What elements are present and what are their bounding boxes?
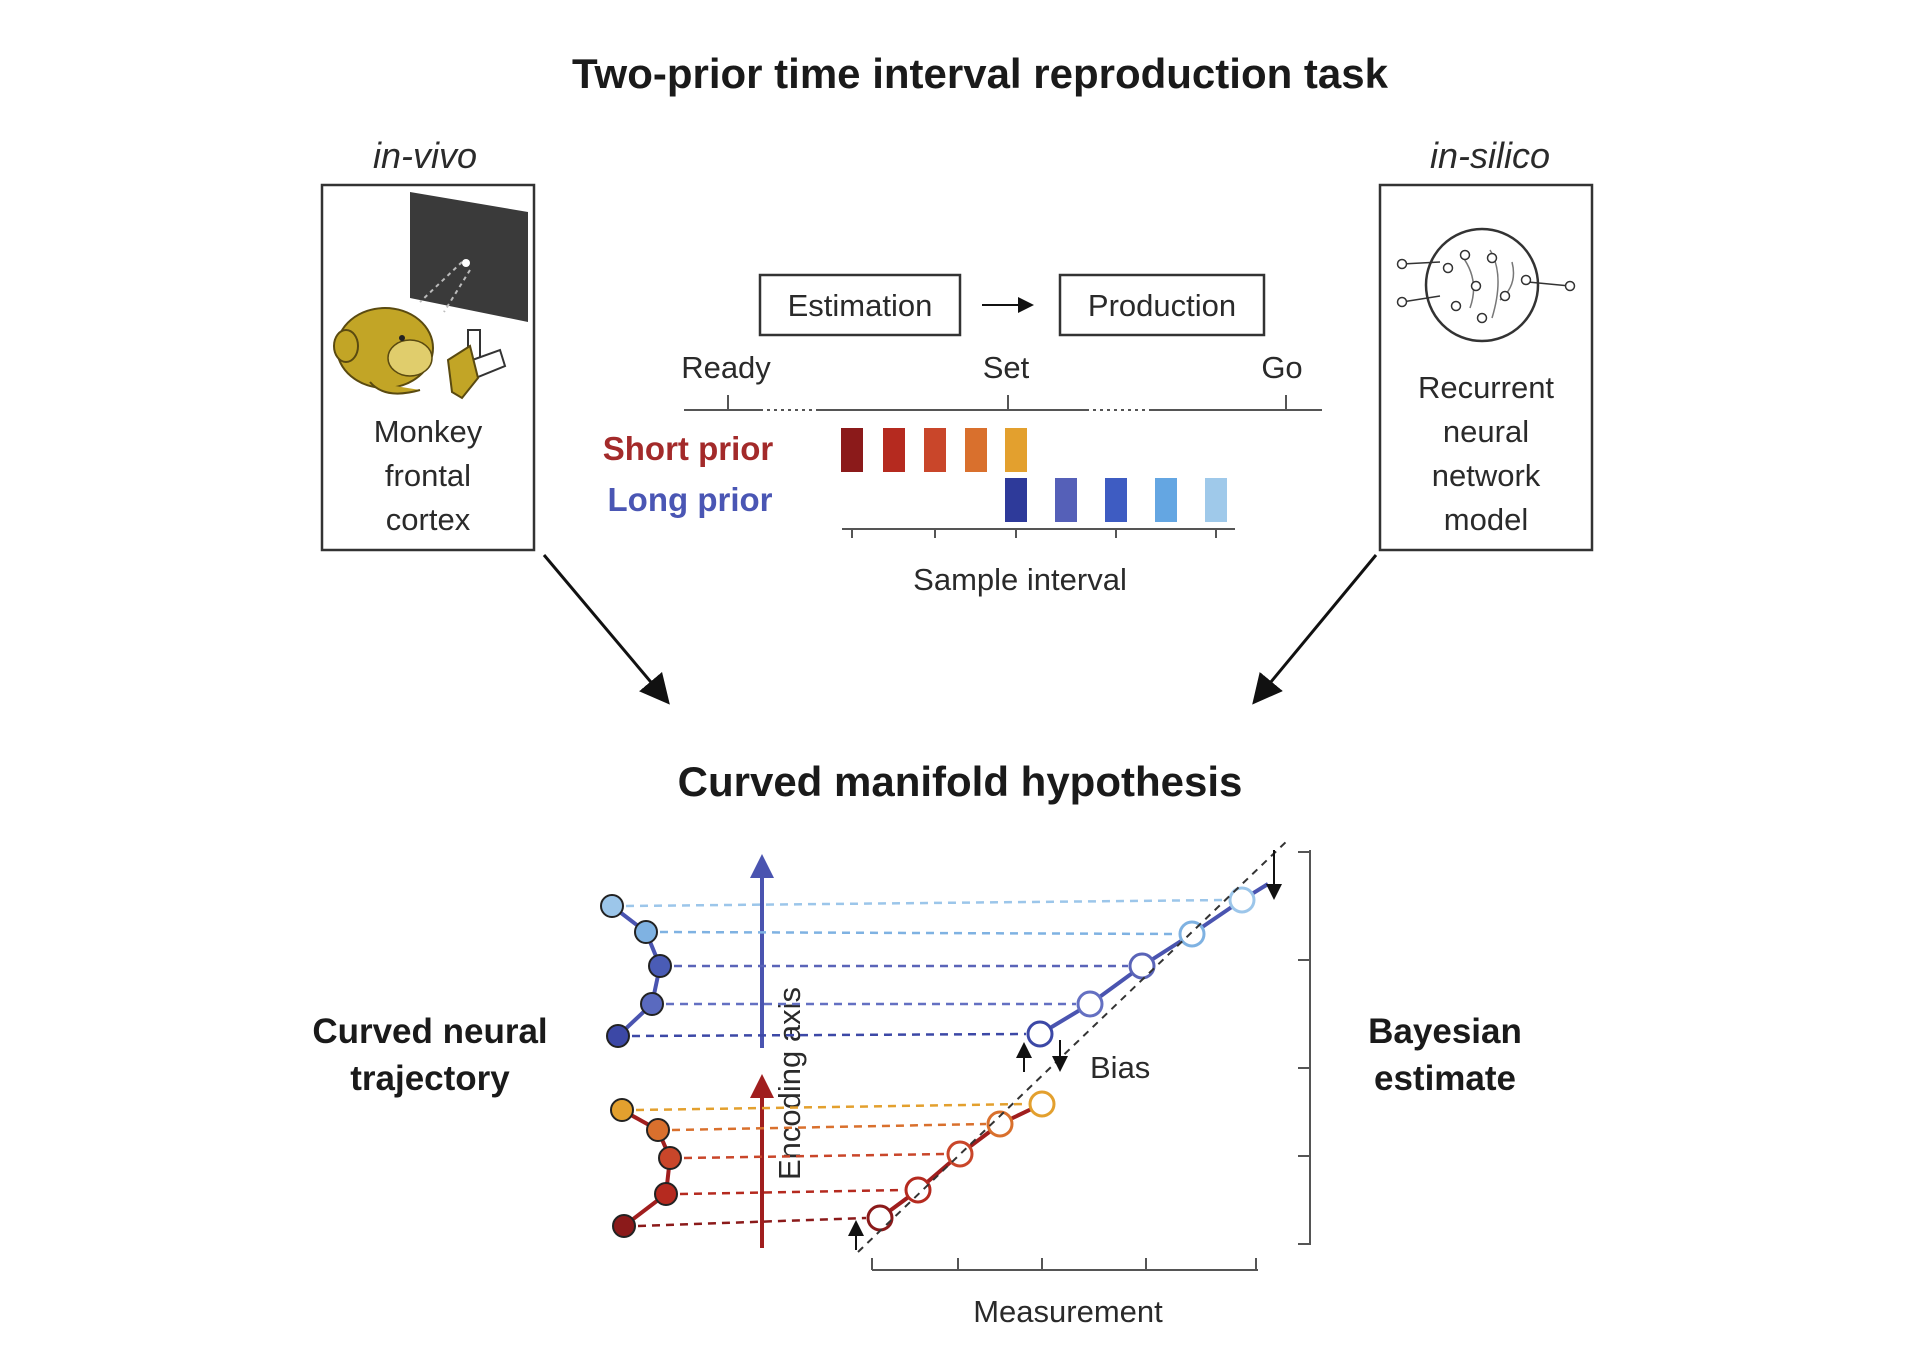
in-silico-label-line-1: Recurrent xyxy=(1418,370,1554,405)
short-projection-line-3 xyxy=(683,1152,947,1160)
long-estimate-point-2 xyxy=(1178,920,1206,948)
in-vivo-down-arrow xyxy=(542,554,670,705)
production-box xyxy=(1058,273,1266,337)
short-prior-bars xyxy=(841,428,1027,472)
short-projection-line-2 xyxy=(671,1122,987,1132)
main-title: Two-prior time interval reproduction tas… xyxy=(572,50,1389,97)
bayesian-estimate-curves xyxy=(866,882,1270,1232)
ready-label: Ready xyxy=(681,350,771,385)
short-trajectory-point-5 xyxy=(612,1214,636,1238)
monkey-icon xyxy=(333,307,434,395)
in-silico-label-line-3: network xyxy=(1432,458,1541,493)
long-trajectory-point-5 xyxy=(606,1024,630,1048)
long-trajectory-point-4 xyxy=(640,992,664,1016)
long-projection-line-2 xyxy=(659,930,1179,936)
measurement-label: Measurement xyxy=(973,1294,1163,1329)
hypothesis-title: Curved manifold hypothesis xyxy=(678,758,1243,805)
set-label: Set xyxy=(983,350,1030,385)
sample-interval-label: Sample interval xyxy=(913,562,1127,597)
short-estimate-point-2 xyxy=(986,1110,1014,1138)
in-silico-down-arrow xyxy=(1252,554,1378,705)
left-label-line-1: Curved neural xyxy=(312,1012,547,1051)
monitor-screen-icon xyxy=(410,192,528,322)
long-estimate-point-3 xyxy=(1128,952,1156,980)
measurement-axis-ticks xyxy=(871,1258,1257,1270)
fixation-dot xyxy=(462,259,470,267)
right-label-line-1: Bayesian xyxy=(1368,1012,1522,1051)
short-estimate-point-1 xyxy=(1028,1090,1056,1118)
short-trajectory-point-2 xyxy=(646,1118,670,1142)
in-silico-label-line-2: neural xyxy=(1443,414,1529,449)
production-label: Production xyxy=(1088,288,1236,323)
in-vivo-panel: in-vivo Monkey frontal cortex xyxy=(320,135,536,552)
short-prior-bar-3 xyxy=(924,428,946,472)
long-prior-bars xyxy=(1005,478,1227,522)
short-trajectory-point-4 xyxy=(654,1182,678,1206)
short-estimate-point-5 xyxy=(866,1204,894,1232)
short-prior-label: Short prior xyxy=(603,430,774,467)
left-label-line-2: trajectory xyxy=(350,1059,510,1098)
task-timeline: Estimation Production Ready Set Go Short… xyxy=(603,273,1322,597)
short-projection-line-5 xyxy=(637,1216,867,1228)
short-prior-bar-5 xyxy=(1005,428,1027,472)
estimation-label: Estimation xyxy=(788,288,933,323)
in-silico-panel: in-silico Recurrent neural network model xyxy=(1378,135,1594,552)
long-trajectory-point-3 xyxy=(648,954,672,978)
encoding-axis-label: Encoding axis xyxy=(772,987,807,1180)
in-silico-heading: in-silico xyxy=(1430,135,1550,176)
sample-interval-ticks xyxy=(851,529,1217,538)
network-icon xyxy=(1396,227,1576,343)
long-prior-bar-3 xyxy=(1105,478,1127,522)
in-vivo-heading: in-vivo xyxy=(373,135,477,176)
long-prior-bar-1 xyxy=(1005,478,1027,522)
short-projection-line-4 xyxy=(679,1188,905,1196)
joystick-icon xyxy=(446,329,507,400)
short-prior-bar-1 xyxy=(841,428,863,472)
go-label: Go xyxy=(1261,350,1302,385)
in-vivo-label-line-3: cortex xyxy=(386,502,471,537)
estimate-axis-ticks xyxy=(1298,851,1310,1245)
long-prior-label: Long prior xyxy=(608,481,773,518)
projection-lines xyxy=(625,898,1229,1228)
in-vivo-label-line-1: Monkey xyxy=(374,414,483,449)
identity-line xyxy=(857,839,1289,1253)
long-prior-bar-2 xyxy=(1055,478,1077,522)
in-silico-box xyxy=(1378,183,1594,552)
long-estimate-point-5 xyxy=(1026,1020,1054,1048)
long-trajectory-point-1 xyxy=(600,894,624,918)
long-prior-bar-4 xyxy=(1155,478,1177,522)
long-projection-line-1 xyxy=(625,898,1229,908)
short-prior-bar-4 xyxy=(965,428,987,472)
bias-label: Bias xyxy=(1090,1050,1150,1085)
short-projection-line-1 xyxy=(635,1102,1029,1112)
long-estimate-point-1 xyxy=(1228,886,1256,914)
estimation-box xyxy=(758,273,962,337)
in-vivo-label-line-2: frontal xyxy=(385,458,471,493)
in-silico-label-line-4: model xyxy=(1444,502,1528,537)
short-trajectory-point-3 xyxy=(658,1146,682,1170)
long-trajectory-point-2 xyxy=(634,920,658,944)
long-prior-bar-5 xyxy=(1205,478,1227,522)
long-projection-line-5 xyxy=(631,1032,1027,1038)
short-estimate-point-4 xyxy=(904,1176,932,1204)
short-estimate-point-3 xyxy=(946,1140,974,1168)
gaze-lines xyxy=(419,261,471,313)
long-estimate-point-4 xyxy=(1076,990,1104,1018)
neural-trajectories xyxy=(600,894,682,1238)
short-prior-bar-2 xyxy=(883,428,905,472)
short-trajectory-point-1 xyxy=(610,1098,634,1122)
right-label-line-2: estimate xyxy=(1374,1059,1516,1098)
